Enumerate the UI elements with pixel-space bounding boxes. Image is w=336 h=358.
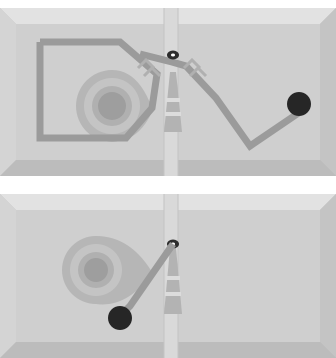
board-bevel-left [0,194,16,358]
ball-icon[interactable] [287,92,311,116]
board-bevel-left [0,8,16,176]
board-bevel-right [320,194,336,358]
panel-top-canvas [0,8,336,176]
game-panel-top[interactable] [0,8,336,176]
pivot-eye-icon[interactable] [167,51,179,60]
panel-bottom-canvas [0,194,336,358]
game-panel-bottom[interactable] [0,194,336,358]
board-bevel-right [320,8,336,176]
ball-icon[interactable] [108,306,132,330]
